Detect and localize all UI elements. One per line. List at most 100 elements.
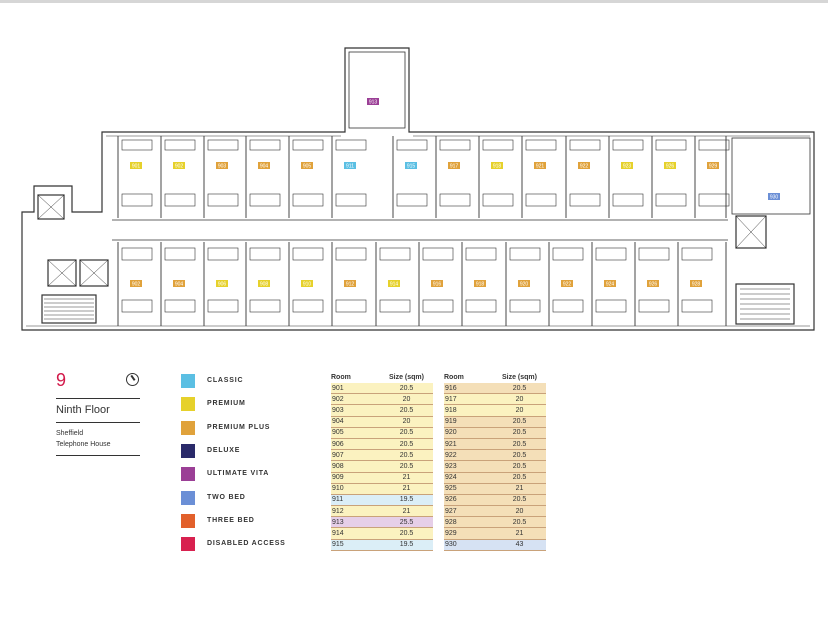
room-tag-label: 908	[260, 281, 269, 287]
bathroom-pod	[207, 139, 239, 151]
apartment-930	[731, 137, 811, 215]
bathroom-pod	[612, 193, 644, 207]
room-tag-label: 911	[346, 163, 354, 169]
room-tag-label: 923	[623, 163, 632, 169]
bathroom-pod	[422, 299, 454, 313]
room-tag: 930	[768, 193, 780, 200]
bathroom-pod	[335, 193, 367, 207]
bathroom-pod	[121, 299, 153, 313]
legend-label: PREMIUM PLUS	[207, 423, 271, 431]
room-tag-label: 914	[390, 281, 399, 287]
room-size-cell: 20.5	[380, 449, 433, 462]
room-tag: 911	[344, 162, 356, 169]
bathroom-pod	[164, 139, 196, 151]
room-size-cell: 20	[380, 416, 433, 428]
bathroom-pod	[465, 247, 497, 261]
room-tag-label: 926	[666, 163, 675, 169]
legend-label: DISABLED ACCESS	[207, 540, 286, 548]
bathroom-pod	[422, 247, 454, 261]
room-number-cell: 906	[331, 438, 380, 451]
room-tag-label: 902	[175, 163, 184, 169]
room-number-cell: 910	[331, 483, 380, 495]
room-tag: 906	[216, 280, 228, 287]
room-number-cell: 917	[444, 393, 493, 406]
room-tag-label: 904	[260, 163, 269, 169]
room-tag: 915	[405, 162, 417, 169]
room-tag: 916	[431, 280, 443, 287]
room-tag-label: 918	[493, 163, 502, 169]
room-number-cell: 929	[444, 527, 493, 540]
bathroom-pod	[121, 139, 153, 151]
room-size-cell: 20.5	[493, 460, 546, 473]
room-number-cell: 908	[331, 460, 380, 473]
bathroom-pod	[121, 193, 153, 207]
room-number-cell: 920	[444, 427, 493, 439]
room-size-cell: 20.5	[380, 460, 433, 473]
room-tag: 901	[130, 162, 142, 169]
room-size-cell: 21	[380, 483, 433, 495]
room-tag-label: 915	[407, 163, 416, 169]
room-tag: 926	[664, 162, 676, 169]
room-tag-label: 928	[692, 281, 701, 287]
room-number-cell: 915	[331, 539, 380, 551]
room-tag: 918	[474, 280, 486, 287]
room-size-cell: 21	[380, 472, 433, 484]
room-column-header: Room	[331, 373, 351, 381]
bathroom-pod	[681, 247, 713, 261]
room-number-cell: 905	[331, 427, 380, 439]
bathroom-pod	[335, 299, 367, 313]
floor-number: 9	[56, 370, 67, 390]
bathroom-pod	[552, 247, 584, 261]
room-tag: 924	[604, 280, 616, 287]
room-size-cell: 20.5	[493, 383, 546, 395]
room-tag-label: 905	[303, 163, 312, 169]
room-tag: 920	[518, 280, 530, 287]
bathroom-pod	[292, 247, 324, 261]
room-tag: 926	[647, 280, 659, 287]
bathroom-pod	[396, 139, 428, 151]
bathroom-pod	[698, 139, 730, 151]
room-size-cell: 20	[380, 393, 433, 406]
divider	[56, 398, 140, 399]
legend-swatch	[181, 397, 195, 412]
room-tag: 912	[344, 280, 356, 287]
bathroom-pod	[681, 299, 713, 313]
right-stair	[735, 283, 795, 325]
room-size-cell: 21	[380, 505, 433, 518]
bathroom-pod	[249, 193, 281, 207]
building-name-line2: Telephone House	[56, 441, 111, 448]
room-number-cell: 919	[444, 416, 493, 428]
room-number-cell: 901	[331, 383, 380, 395]
legend-swatch	[181, 374, 195, 388]
room-tag-label: 930	[770, 194, 779, 200]
bathroom-pod	[465, 299, 497, 313]
room-tag: 904	[173, 280, 185, 287]
room-tag: 921	[534, 162, 546, 169]
divider	[56, 422, 140, 423]
room-number-cell: 913	[331, 516, 380, 529]
bathroom-pod	[207, 299, 239, 313]
room-tag: 904	[258, 162, 270, 169]
legend-swatch	[181, 513, 195, 528]
room-tag-label: 924	[606, 281, 615, 287]
room-number-cell: 930	[444, 539, 493, 551]
building-outline	[21, 47, 815, 331]
right-lift	[735, 215, 767, 249]
bathroom-pod	[569, 193, 601, 207]
bathroom-pod	[655, 193, 687, 207]
